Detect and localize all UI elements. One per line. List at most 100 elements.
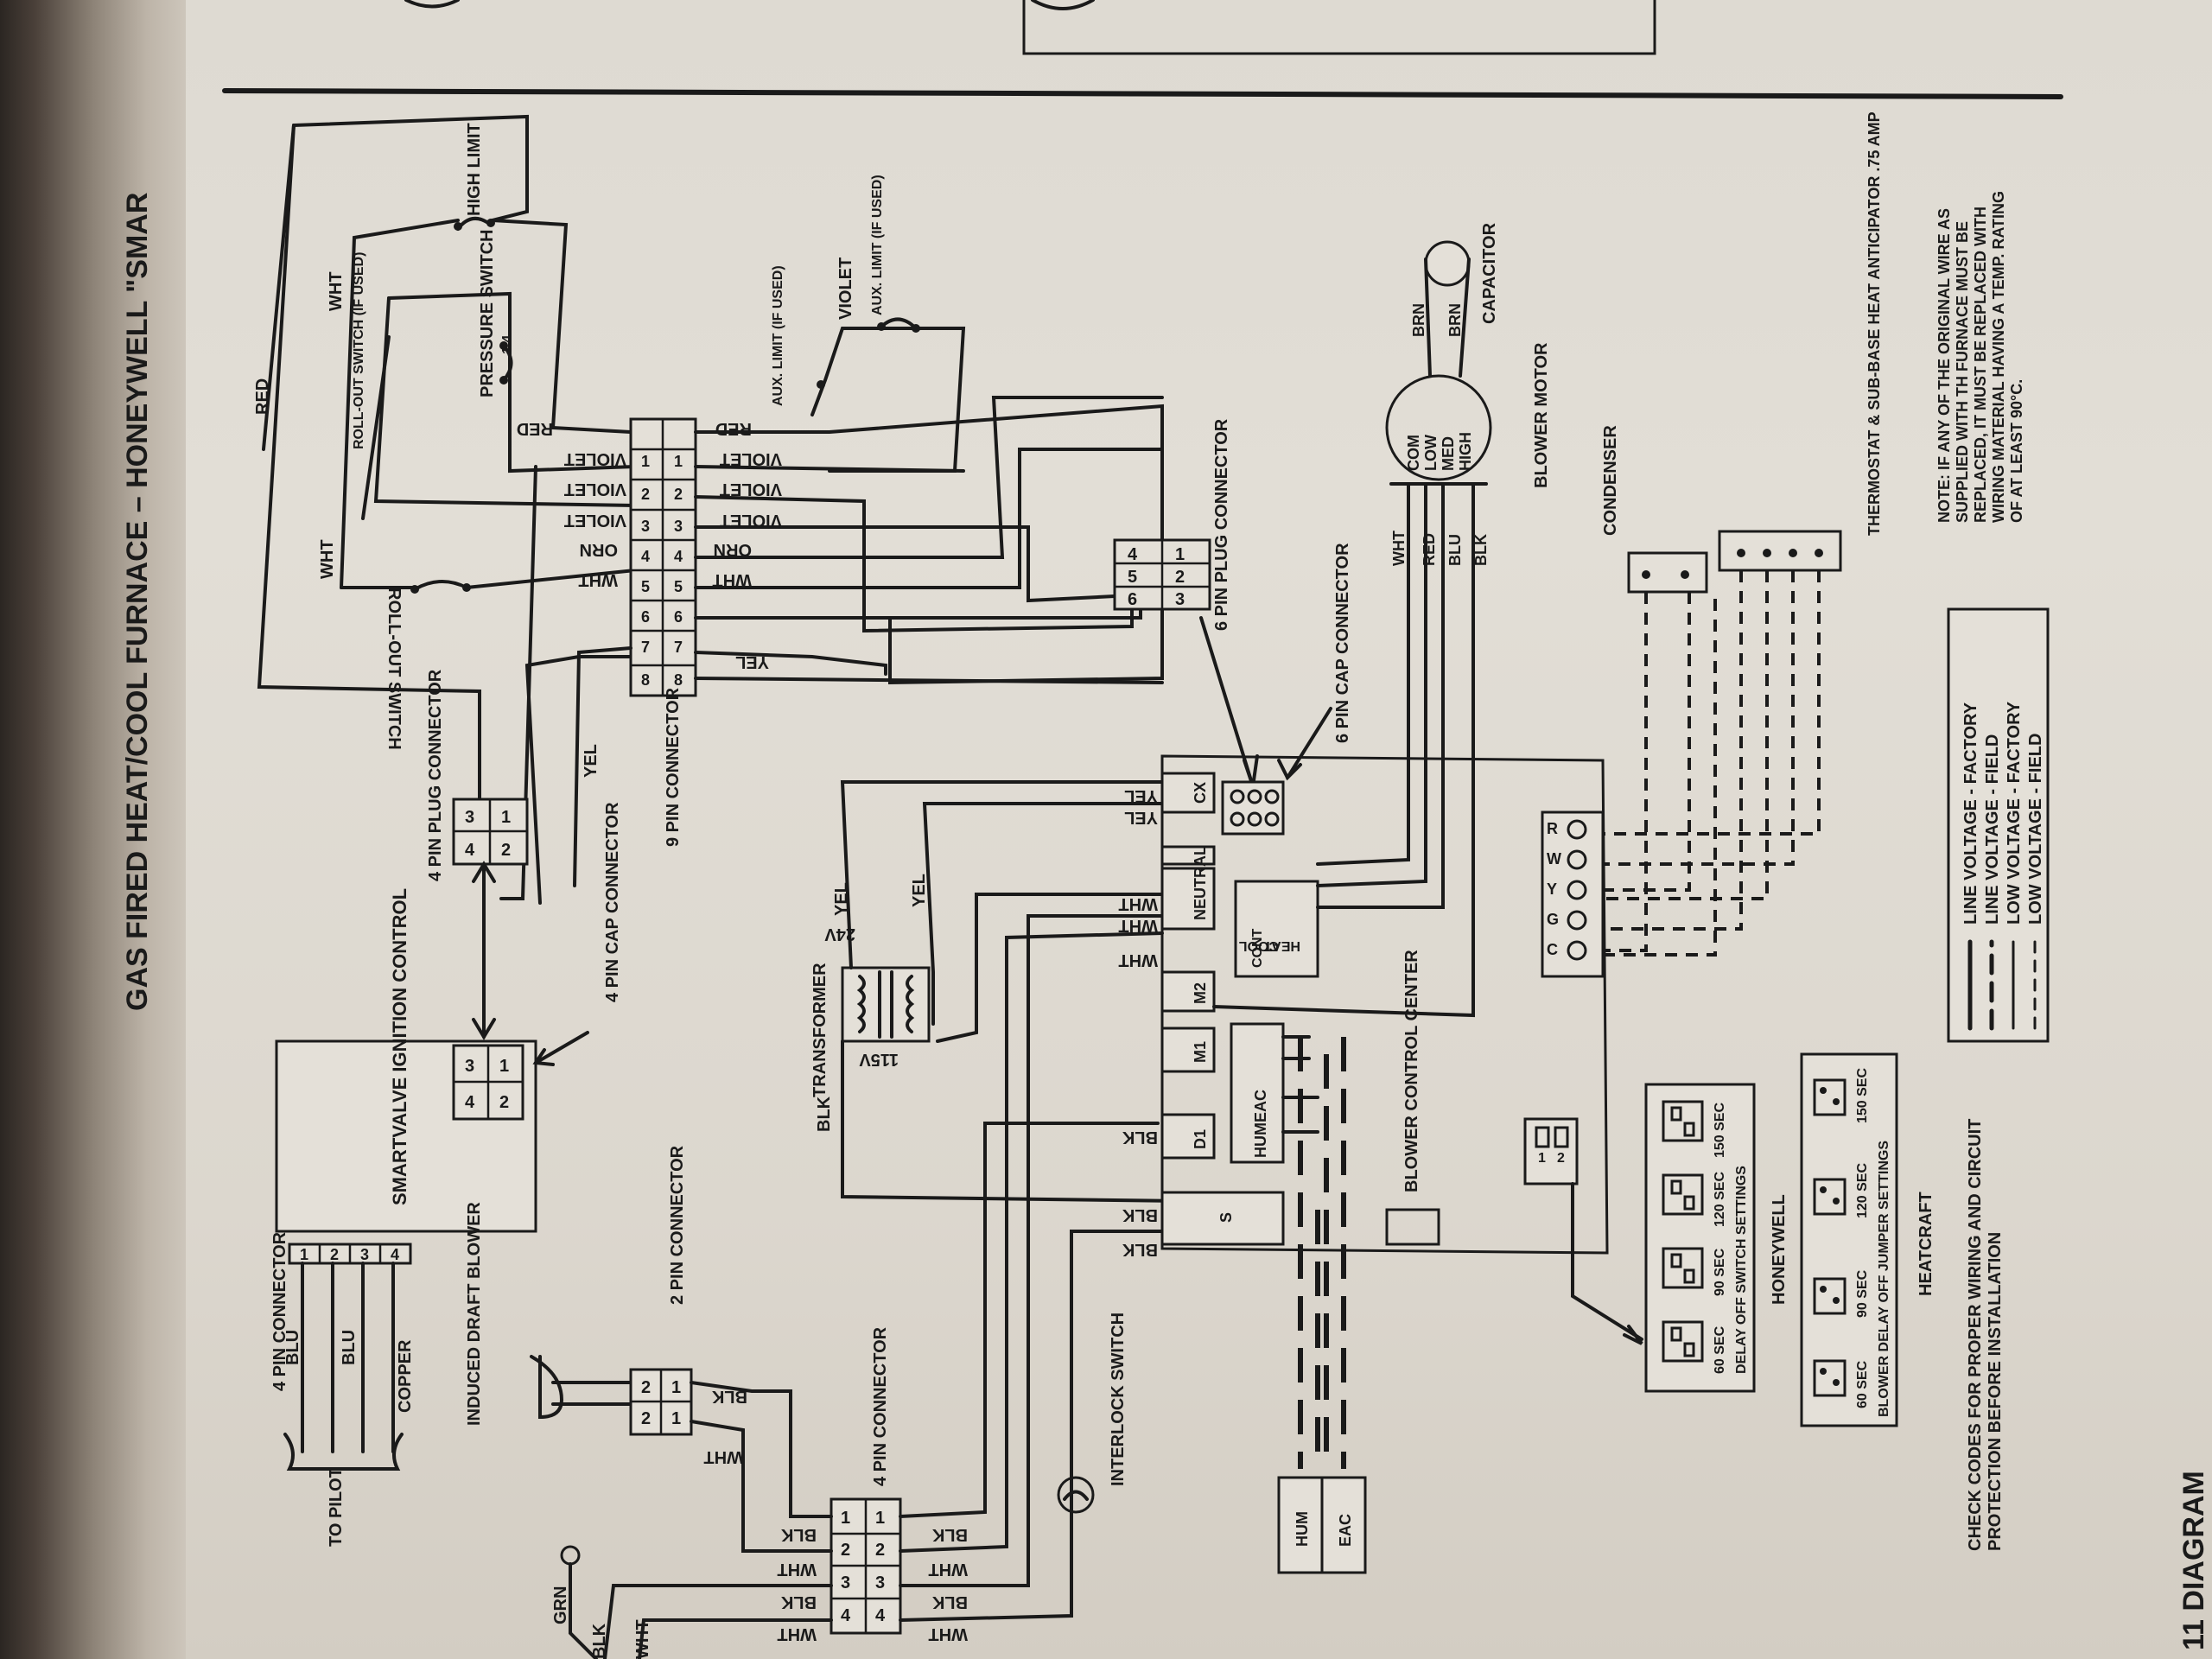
svg-text:2: 2	[875, 1541, 885, 1560]
hw-opt-90: 90 SEC	[1713, 1248, 1727, 1296]
hc-caption: BLOWER DELAY OFF JUMPER SETTINGS	[1877, 1141, 1891, 1417]
svg-text:6: 6	[674, 608, 683, 626]
svg-text:1: 1	[674, 453, 683, 470]
wire-brn-2: BRN	[1446, 303, 1464, 337]
svg-text:1: 1	[499, 1057, 509, 1076]
wire-violet-l3: VIOLET	[564, 511, 626, 530]
svg-text:3: 3	[841, 1573, 850, 1592]
svg-text:5: 5	[641, 578, 650, 595]
eac-label: EAC	[1337, 1514, 1354, 1547]
hum-label: HUM	[1294, 1511, 1311, 1547]
svg-text:3: 3	[360, 1246, 369, 1263]
svg-text:3: 3	[674, 518, 683, 535]
hw-brand: HONEYWELL	[1770, 1194, 1789, 1305]
svg-text:4: 4	[391, 1246, 399, 1263]
rollout-lower-label: ROLL-OUT SWITCH	[385, 588, 404, 750]
wire-wht-b6: WHT	[1118, 916, 1158, 935]
svg-text:4: 4	[875, 1606, 886, 1625]
svg-text:3: 3	[1175, 590, 1185, 609]
legend-low-field: LOW VOLTAGE - FIELD	[2026, 734, 2045, 925]
wire-violet-r1: VIOLET	[720, 449, 782, 468]
pressure-switch-label: PRESSURE SWITCH	[478, 230, 497, 397]
smartvalve-label: SMARTVALVE IGNITION CONTROL	[389, 888, 410, 1205]
motor-wire-red: RED	[1421, 533, 1438, 566]
four-pin-plug-label: 4 PIN PLUG CONNECTOR	[426, 669, 445, 881]
svg-text:4: 4	[1128, 545, 1138, 564]
note-text: NOTE: IF ANY OF THE ORIGINAL WIRE AS SUP…	[1936, 191, 2025, 523]
diagram-footer-title: 11 DIAGRAM	[2177, 1471, 2210, 1650]
condenser-thermostat: CONDENSER THERMOSTAT & SUB-BASE HEAT ANT…	[1601, 111, 1883, 957]
six-pin-plug-label: 6 PIN PLUG CONNECTOR	[1212, 418, 1231, 631]
high-limit-label: HIGH LIMIT	[465, 123, 484, 216]
wire-wht-b4: WHT	[928, 1624, 968, 1643]
svg-text:2: 2	[641, 1409, 651, 1428]
wire-blk-b4: BLK	[931, 1592, 968, 1611]
svg-text:8: 8	[674, 671, 683, 689]
svg-text:2: 2	[641, 486, 650, 503]
wire-blk-b1: BLK	[780, 1525, 817, 1544]
condenser-label: CONDENSER	[1601, 425, 1620, 536]
svg-text:1: 1	[671, 1378, 681, 1397]
terminal-g: G	[1547, 911, 1559, 928]
blower-control-label: BLOWER CONTROL CENTER	[1402, 950, 1421, 1192]
wire-yel-b1: YEL	[1124, 786, 1158, 805]
wire-yel-b2: YEL	[1124, 808, 1158, 827]
terminal-m1: M1	[1192, 1041, 1209, 1063]
legend-line-factory: LINE VOLTAGE - FACTORY	[1961, 702, 1980, 925]
motor-med: MED	[1440, 436, 1457, 471]
motor-high: HIGH	[1457, 432, 1474, 471]
wire-wht-left: WHT	[633, 1619, 652, 1659]
svg-text:2: 2	[641, 1378, 651, 1397]
honeywell-switch-icons	[1662, 1100, 1704, 1363]
svg-text:1: 1	[875, 1509, 885, 1528]
wire-copper: COPPER	[396, 1339, 415, 1413]
four-pin-cap-label: 4 PIN CAP CONNECTOR	[603, 802, 622, 1002]
wire-brn-1: BRN	[1410, 303, 1427, 337]
terminal-m2: M2	[1192, 982, 1209, 1004]
terminal-y: Y	[1547, 880, 1557, 898]
wire-blk-left: BLK	[590, 1623, 609, 1659]
interlock-label: INTERLOCK SWITCH	[1109, 1313, 1128, 1486]
wire-blk-tr: BLK	[815, 1096, 834, 1132]
svg-text:4: 4	[641, 548, 650, 565]
svg-text:7: 7	[641, 639, 650, 656]
motor-com: COM	[1405, 435, 1422, 471]
hw-opt-60: 60 SEC	[1713, 1325, 1727, 1374]
svg-text:3: 3	[465, 808, 474, 827]
wire-violet-label-aux: VIOLET	[836, 257, 855, 320]
motor-wire-wht: WHT	[1390, 531, 1408, 566]
wire-violet-r3: VIOLET	[720, 511, 782, 530]
svg-text:6: 6	[1128, 590, 1137, 609]
limit-circuit: HIGH LIMIT PRESSURE SWITCH 1.4 ROLL-OUT …	[253, 114, 637, 905]
terminal-c: C	[1547, 941, 1558, 958]
nine-pin-label: 9 PIN CONNECTOR	[664, 687, 683, 847]
svg-text:4: 4	[674, 548, 683, 565]
cool-label: COOL	[1239, 938, 1279, 953]
svg-text:1: 1	[1175, 545, 1185, 564]
to-pilot-label: TO PILOT	[327, 1467, 346, 1547]
legend-box: LINE VOLTAGE - FACTORY LINE VOLTAGE - FI…	[1947, 607, 2050, 1043]
wire-wht-l: WHT	[578, 570, 618, 589]
wire-grn-label: GRN	[551, 1586, 570, 1624]
svg-text:1: 1	[1538, 1151, 1546, 1166]
rollout-upper-label: ROLL-OUT SWITCH (IF USED)	[352, 252, 366, 449]
note-block: NOTE: IF ANY OF THE ORIGINAL WIRE AS SUP…	[1936, 191, 2025, 523]
terminal-cx: CX	[1192, 782, 1209, 804]
hw-caption: DELAY OFF SWITCH SETTINGS	[1734, 1166, 1749, 1374]
svg-text:3: 3	[641, 518, 650, 535]
wire-wht-label-1: WHT	[327, 271, 346, 311]
blower-motor-label: BLOWER MOTOR	[1532, 342, 1551, 488]
two-pin-label: 2 PIN CONNECTOR	[668, 1145, 687, 1305]
four-pin-bottom-label: 4 PIN CONNECTOR	[871, 1326, 890, 1486]
diagram-title: GAS FIRED HEAT/COOL FURNACE – HONEYWELL …	[121, 193, 154, 1011]
svg-text:6: 6	[641, 608, 650, 626]
heatcraft-jumper-icons	[1813, 1078, 1847, 1397]
wire-blk-b6: BLK	[1122, 1205, 1158, 1224]
svg-text:7: 7	[674, 639, 683, 656]
wire-red-l: RED	[517, 419, 553, 438]
